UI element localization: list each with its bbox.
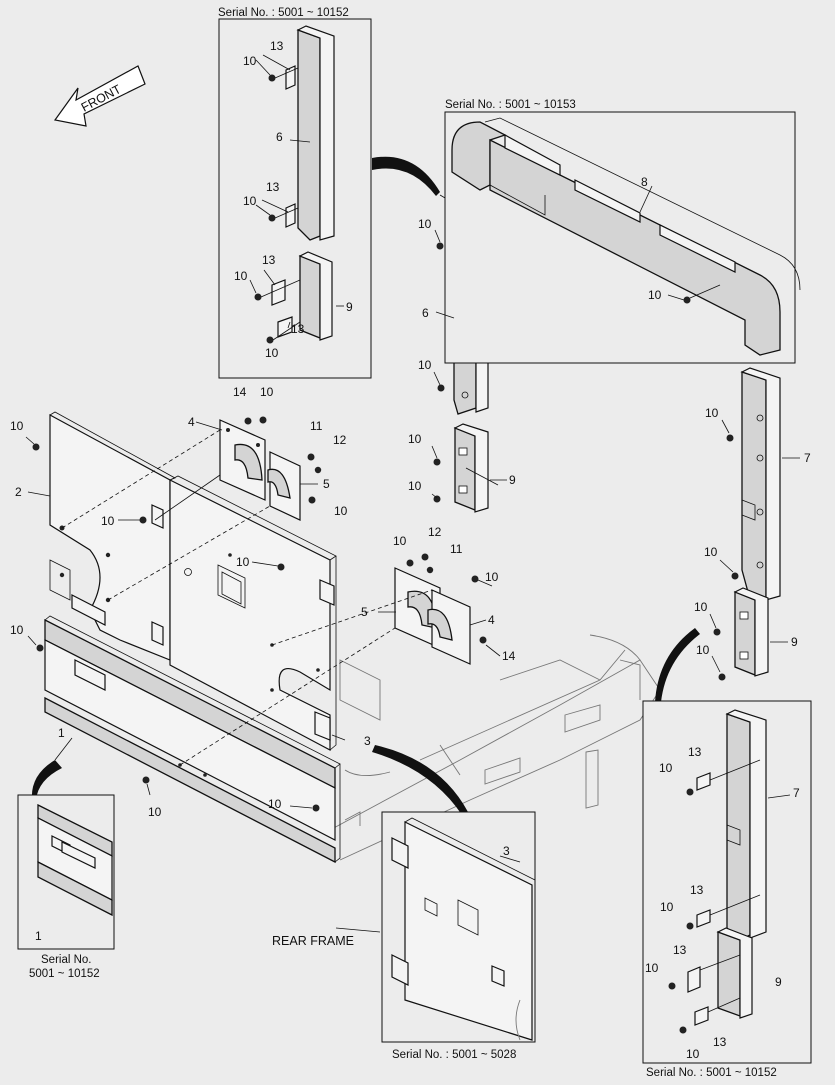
callout-14: 14 [502, 649, 516, 663]
callout-3: 3 [364, 734, 371, 748]
rear-frame-label: REAR FRAME [272, 934, 354, 948]
callout-13: 13 [690, 883, 704, 897]
callout-10: 10 [268, 797, 282, 811]
callout-10: 10 [243, 194, 257, 208]
callout-13: 13 [713, 1035, 727, 1049]
callout-10: 10 [694, 600, 708, 614]
callout-13: 13 [291, 322, 305, 336]
callout-14: 14 [233, 385, 247, 399]
callout-10: 10 [101, 514, 115, 528]
callout-10: 10 [408, 432, 422, 446]
right-bar-7 [726, 367, 781, 601]
callout-9: 9 [509, 473, 516, 487]
mount-assembly-lower [394, 567, 471, 665]
callout-6: 6 [422, 306, 429, 320]
callout-10: 10 [393, 534, 407, 548]
callout-8: 8 [641, 175, 648, 189]
inset-bottom-left-caption-line2: 5001 ~ 10152 [29, 968, 100, 980]
callout-3: 3 [503, 844, 510, 858]
right-block-9 [713, 587, 769, 681]
assembly-leader-lines [61, 429, 433, 766]
callout-10: 10 [334, 504, 348, 518]
callout-10: 10 [485, 570, 499, 584]
center-block-9 [433, 423, 489, 513]
callout-7: 7 [804, 451, 811, 465]
callout-13: 13 [270, 39, 284, 53]
inset-top-left: Serial No. : 5001 ~ 10152 [218, 7, 372, 379]
callout-7: 7 [793, 786, 800, 800]
inset-bottom-left: Serial No. 5001 ~ 10152 [17, 794, 115, 980]
callout-13: 13 [688, 745, 702, 759]
inset-bottom-right: Serial No. : 5001 ~ 10152 [642, 700, 812, 1079]
callout-13: 13 [673, 943, 687, 957]
callout-10: 10 [686, 1047, 700, 1061]
callout-13: 13 [262, 253, 276, 267]
callout-10: 10 [660, 900, 674, 914]
callout-10: 10 [234, 269, 248, 283]
callout-10: 10 [705, 406, 719, 420]
callout-12: 12 [428, 525, 442, 539]
callout-1: 1 [35, 929, 42, 943]
callout-10: 10 [408, 479, 422, 493]
callout-10: 10 [696, 643, 710, 657]
callout-10: 10 [645, 961, 659, 975]
inset-bottom-right-caption: Serial No. : 5001 ~ 10152 [646, 1067, 777, 1079]
callout-12: 12 [333, 433, 347, 447]
inset-top-right: Serial No. : 5001 ~ 10153 [444, 99, 801, 364]
panel-3 [151, 475, 337, 751]
callout-9: 9 [791, 635, 798, 649]
mount-assembly-upper [219, 419, 301, 521]
callout-10: 10 [10, 623, 24, 637]
callout-10: 10 [148, 805, 162, 819]
callout-10: 10 [704, 545, 718, 559]
front-direction-arrow: FRONT [53, 65, 146, 127]
inset-bottom-center: Serial No. : 5001 ~ 5028 [381, 811, 536, 1061]
callout-9: 9 [346, 300, 353, 314]
callout-10: 10 [418, 217, 432, 231]
callout-2: 2 [15, 485, 22, 499]
callout-6: 6 [276, 130, 283, 144]
callout-4: 4 [488, 613, 495, 627]
panel-2 [49, 411, 176, 661]
callout-leaders [25, 54, 800, 933]
callout-13: 13 [266, 180, 280, 194]
callout-5: 5 [361, 605, 368, 619]
callout-10: 10 [260, 385, 274, 399]
callout-4: 4 [188, 415, 195, 429]
callout-11: 11 [310, 419, 323, 433]
callout-11: 11 [450, 542, 463, 556]
callout-10: 10 [418, 358, 432, 372]
callout-1: 1 [58, 726, 65, 740]
callout-5: 5 [323, 477, 330, 491]
bottom-rail-1 [44, 615, 341, 864]
callout-9: 9 [775, 975, 782, 989]
callout-10: 10 [265, 346, 279, 360]
bolts-main [32, 416, 487, 812]
callout-10: 10 [10, 419, 24, 433]
inset-bottom-left-caption-line1: Serial No. [41, 954, 92, 966]
callout-10: 10 [648, 288, 662, 302]
callout-numbers: 13 10 6 13 10 13 10 9 13 10 10 6 10 10 1… [10, 39, 811, 1061]
callout-10: 10 [243, 54, 257, 68]
callout-10: 10 [659, 761, 673, 775]
inset-bottom-center-caption: Serial No. : 5001 ~ 5028 [392, 1049, 516, 1061]
callout-10: 10 [236, 555, 250, 569]
inset-top-right-caption: Serial No. : 5001 ~ 10153 [445, 99, 576, 111]
inset-top-left-caption: Serial No. : 5001 ~ 10152 [218, 7, 349, 19]
